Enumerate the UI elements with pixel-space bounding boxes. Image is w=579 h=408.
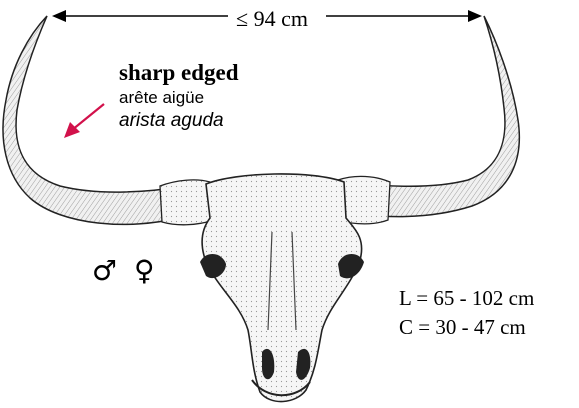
- sex-symbols: ♂ ♀: [92, 254, 159, 287]
- skull-cranium: [202, 174, 361, 402]
- pointer-arrow-icon: [64, 104, 104, 138]
- edge-label-es: arista aguda: [119, 110, 224, 132]
- length-measure: L = 65 - 102 cm: [399, 286, 534, 311]
- edge-label-en: sharp edged: [119, 60, 239, 86]
- horn-span-label: ≤ 94 cm: [232, 6, 312, 32]
- circumference-measure: C = 30 - 47 cm: [399, 315, 526, 340]
- edge-label-fr: arête aigüe: [119, 88, 204, 108]
